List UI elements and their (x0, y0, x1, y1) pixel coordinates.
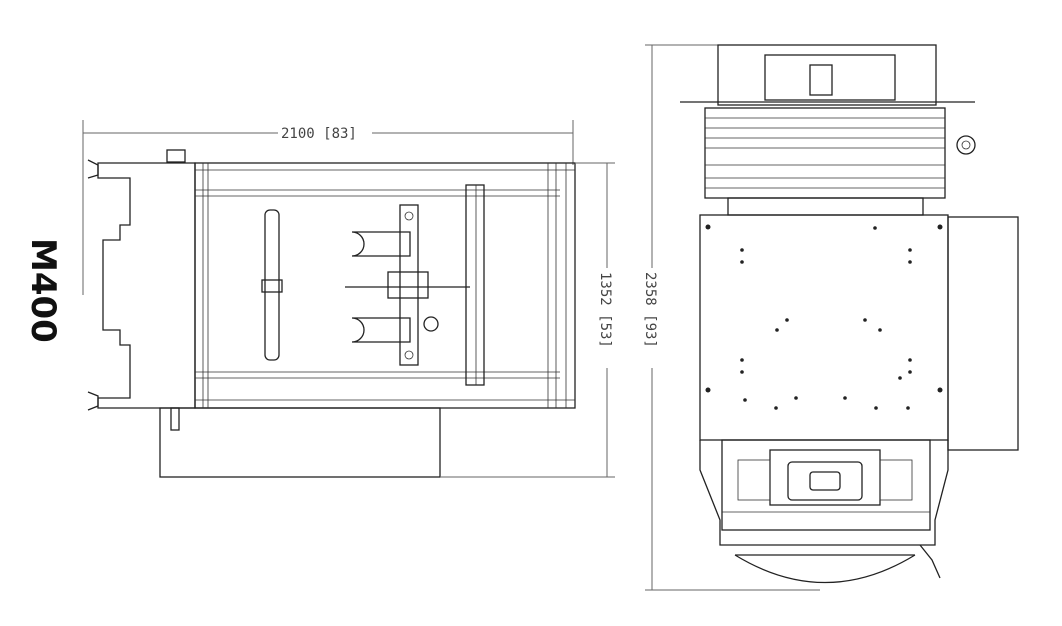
mounting-holes (705, 224, 943, 410)
height-dimension-label: 1352 [53] (597, 272, 613, 348)
height-dimension: 1352 [53] (440, 162, 615, 478)
width-dimension-label: 2100 [83] (281, 126, 357, 142)
side-height-dimension: 2358 [93] (642, 44, 820, 591)
model-label: M400 (23, 238, 63, 343)
side-height-dimension-label: 2358 [93] (642, 272, 658, 348)
width-dimension: 2100 [83] (82, 120, 574, 295)
top-view (87, 149, 576, 478)
side-view (680, 44, 1019, 584)
